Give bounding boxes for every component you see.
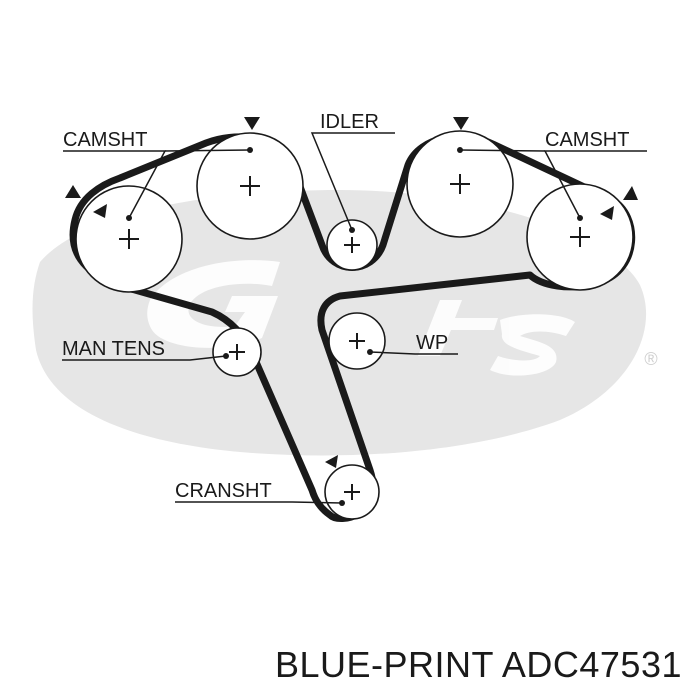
pulley-idler: [326, 219, 378, 271]
timing-arrow-camshaft-center-left: [244, 117, 260, 130]
leader-idler: [310, 132, 395, 231]
leader-water-pump: [369, 351, 458, 355]
pulley-camshaft-center-left: [196, 132, 304, 240]
part-caption: BLUE-PRINT ADC47531: [275, 644, 682, 686]
timing-arrow-crankshaft: [325, 455, 338, 468]
pulley-camshaft-left: [75, 185, 183, 293]
label-man-tens: MAN TENS: [62, 338, 165, 360]
label-camshaft-right: CAMSHT: [545, 129, 629, 151]
watermark-letters: [147, 260, 575, 376]
part-number: ADC47531: [501, 644, 682, 685]
pulley-water-pump: [328, 312, 386, 370]
leader-camshaft-right-2: [459, 149, 546, 152]
pulley-camshaft-right: [526, 183, 634, 291]
timing-arrow-right-outer: [623, 186, 638, 200]
timing-arrow-left-inner: [93, 204, 107, 218]
registered-mark: ®: [644, 349, 657, 369]
leader-crankshaft: [175, 501, 343, 504]
pulley-camshaft-center-right: [406, 130, 514, 238]
timing-arrow-right-inner: [600, 206, 614, 220]
label-idler: IDLER: [320, 111, 379, 133]
leader-camshaft-left-2: [164, 149, 251, 152]
leader-man-tens: [62, 355, 227, 361]
label-crankshaft: CRANSHT: [175, 480, 272, 502]
timing-arrow-left-outer: [65, 185, 81, 198]
label-water-pump: WP: [416, 332, 448, 354]
pulley-crankshaft: [324, 464, 380, 520]
pulley-manual-tensioner: [212, 327, 262, 377]
timing-arrow-camshaft-center-right: [453, 117, 469, 130]
label-camshaft-left: CAMSHT: [63, 129, 147, 151]
brand-name: BLUE-PRINT: [274, 644, 494, 685]
